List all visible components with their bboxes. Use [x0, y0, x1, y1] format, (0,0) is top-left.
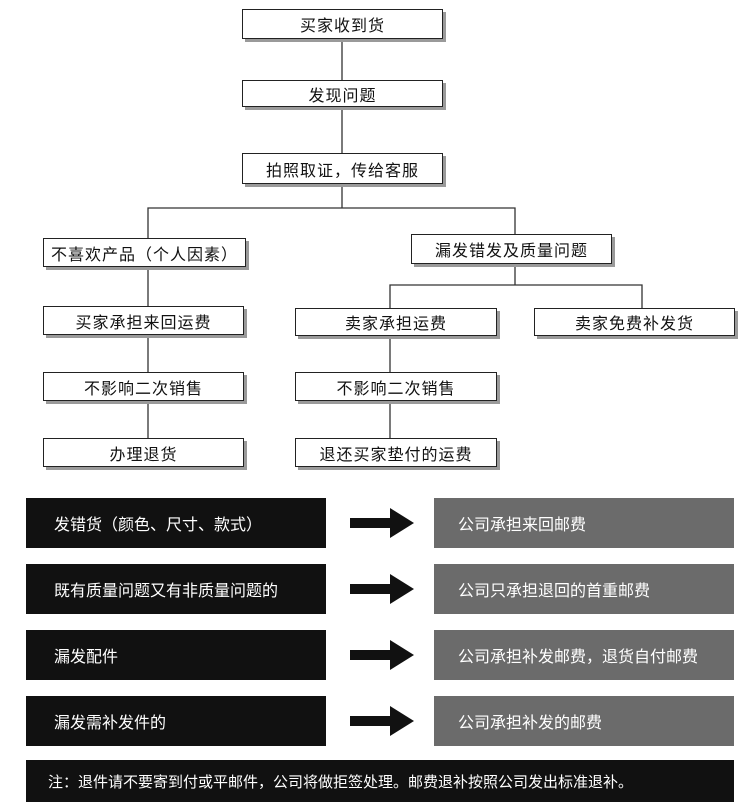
arrow-right-icon: [350, 574, 414, 604]
node-no-resale-impact-right: 不影响二次销售: [295, 372, 497, 401]
rule-condition: 既有质量问题又有非质量问题的: [26, 564, 326, 614]
rule-result: 公司承担补发的邮费: [434, 696, 734, 746]
connector-right-split: [389, 284, 643, 308]
arrow-right-icon: [350, 640, 414, 670]
rule-condition: 发错货（颜色、尺寸、款式）: [26, 498, 326, 548]
node-dislike: 不喜欢产品（个人因素）: [43, 238, 246, 267]
rule-result: 公司承担补发邮费，退货自付邮费: [434, 630, 734, 680]
rule-condition: 漏发配件: [26, 630, 326, 680]
node-wrong-or-quality: 漏发错发及质量问题: [411, 234, 612, 264]
arrow-right-icon: [350, 706, 414, 736]
node-seller-free-resend: 卖家免费补发货: [534, 308, 735, 336]
arrow-right-icon: [350, 508, 414, 538]
node-process-return: 办理退货: [43, 438, 244, 467]
node-found-issue: 发现问题: [242, 80, 443, 107]
connector-branch-split: [147, 207, 516, 238]
node-no-resale-impact-left: 不影响二次销售: [43, 372, 244, 401]
rule-result: 公司只承担退回的首重邮费: [434, 564, 734, 614]
flowchart-connectors: [147, 39, 643, 438]
rule-condition: 漏发需补发件的: [26, 696, 326, 746]
node-photo-evidence: 拍照取证，传给客服: [242, 153, 443, 184]
node-buyer-pays-shipping: 买家承担来回运费: [43, 306, 244, 335]
node-refund-buyer-shipping: 退还买家垫付的运费: [295, 438, 497, 467]
rule-result: 公司承担来回邮费: [434, 498, 734, 548]
node-seller-pays-shipping: 卖家承担运费: [295, 308, 497, 336]
return-note: 注：退件请不要寄到付或平邮件，公司将做拒签处理。邮费退补按照公司发出标准退补。: [26, 760, 734, 802]
node-received: 买家收到货: [242, 9, 443, 39]
